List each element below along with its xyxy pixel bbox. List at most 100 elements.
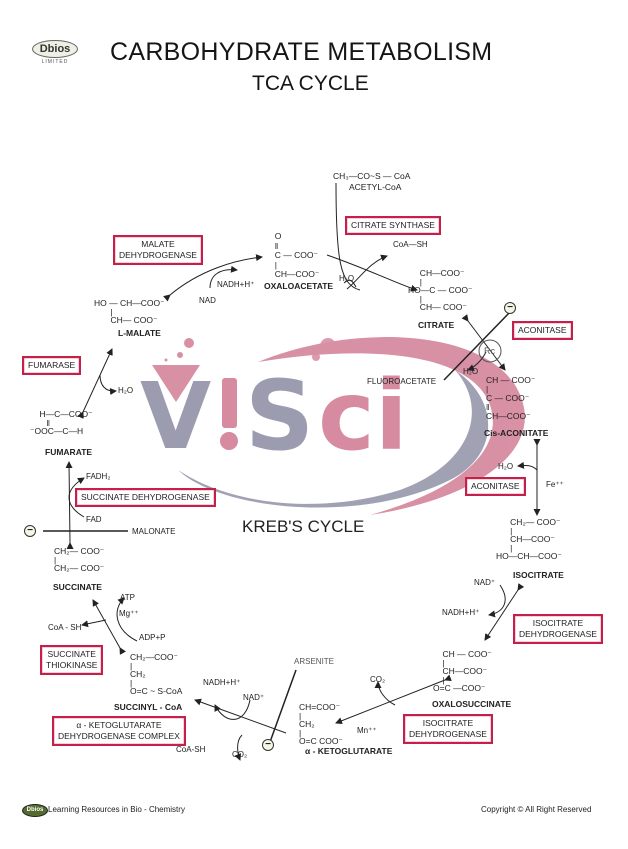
inhibitor-line-arsenite <box>269 669 297 743</box>
enzyme-label-line: MALATE <box>141 239 175 249</box>
enzyme-label-line: DEHYDROGENASE <box>409 729 487 739</box>
arrow-coash-out <box>346 254 388 290</box>
enzyme-malate-dehydrogenase: MALATE DEHYDROGENASE <box>113 235 203 265</box>
cofactor-nad-icdh: NAD⁺ <box>474 578 496 587</box>
page-title: CARBOHYDRATE METABOLISM <box>110 38 493 66</box>
molecule-succinate-name: SUCCINATE <box>53 582 102 592</box>
molecule-isocitrate-name: ISOCITRATE <box>513 570 564 580</box>
enzyme-label-line: THIOKINASE <box>46 660 98 670</box>
cofactor-fadh2: FADH₂ <box>86 472 111 481</box>
cofactor-nad-malate: NAD <box>199 296 216 305</box>
arrow-succinylcoa-succinate <box>92 599 126 655</box>
molecule-fumarate-formula: H—C—COO⁻ ‖ ⁻OOC—C—H <box>30 409 93 436</box>
arrow-fad-fadh2 <box>68 477 85 518</box>
brand-logo-mark: Dbios <box>32 40 78 58</box>
cofactor-fe: Fe⁺⁺ <box>546 480 564 489</box>
inhibitor-malonate: MALONATE <box>132 527 176 536</box>
footer-brand-logo: Dbios <box>22 804 48 817</box>
arrow-oaa-to-citrate <box>326 254 418 292</box>
inhibitor-symbol-fluoroacetate-icon: − <box>504 302 516 314</box>
footer-copyright: Copyright © All Right Reserved <box>481 805 592 814</box>
watermark-s: S <box>245 360 314 472</box>
watermark-v: V <box>140 363 211 470</box>
cofactor-nadh-akg: NADH+H⁺ <box>203 678 241 687</box>
molecule-oxalosuccinate-name: OXALOSUCCINATE <box>432 699 512 709</box>
arrow-co2-right <box>374 681 396 706</box>
molecule-malate-formula: HO — CH—COO⁻ | CH— COO⁻ <box>94 298 165 325</box>
molecule-oxaloacetate-name: OXALOACETATE <box>264 281 334 291</box>
arrow-akg-nad <box>214 699 251 720</box>
molecule-alpha-ketoglutarate-name: α - KETOGLUTARATE <box>305 746 393 756</box>
cofactor-coa-sh-akg: CoA-SH <box>176 745 206 754</box>
enzyme-succinate-dehydrogenase: SUCCINATE DEHYDROGENASE <box>75 488 216 507</box>
arrow-adp-atp <box>116 597 138 642</box>
watermark-swoosh-pink <box>258 337 525 515</box>
arrow-fumarase-h2o <box>99 374 117 396</box>
molecule-cis-aconitate-formula: CH — COO⁻ | C — COO⁻ ‖ CH—COO⁻ <box>486 375 536 421</box>
arrow-coash-thio <box>81 619 107 628</box>
molecule-acetyl-coa-name: ACETYL-CoA <box>349 182 402 192</box>
enzyme-label-line: DEHYDROGENASE <box>119 250 197 260</box>
molecule-succinyl-coa-name: SUCCINYL - CoA <box>114 702 183 712</box>
arrow-nad-icdh <box>488 584 506 618</box>
enzyme-label-line: ISOCITRATE <box>422 718 474 728</box>
molecule-isocitrate-formula: CH₂— COO⁻ | CH—COO⁻ | HO—CH—COO⁻ <box>496 517 562 561</box>
arrow-malate-oaa <box>163 254 263 302</box>
enzyme-succinate-thiokinase: SUCCINATE THIOKINASE <box>40 645 104 675</box>
arrow-h2o-in <box>343 279 357 288</box>
watermark-dot-3 <box>164 358 168 362</box>
arrow-acetylcoa <box>335 182 361 291</box>
watermark-bang-bar <box>222 378 237 428</box>
cofactor-co2-akg: CO₂ <box>232 750 248 759</box>
inhibitor-symbol-arsenite-icon: − <box>262 739 274 751</box>
enzyme-isocitrate-dehydrogenase-1: ISOCITRATE DEHYDROGENASE <box>513 614 603 644</box>
footer-left-text: Learning Resources in Bio - Chemistry <box>48 805 185 814</box>
enzyme-fumarase: FUMARASE <box>22 356 82 375</box>
enzyme-label-line: α - KETOGLUTARATE <box>76 720 162 730</box>
watermark-v-pink <box>152 365 200 402</box>
inhibitor-arsenite: ARSENITE <box>294 657 335 666</box>
molecule-malate-name: L-MALATE <box>118 328 161 338</box>
cofactor-h2o-aconitase-1: H₂O <box>463 367 479 376</box>
enzyme-alpha-ketoglutarate-dehydrogenase: α - KETOGLUTARATE DEHYDROGENASE COMPLEX <box>52 716 186 746</box>
molecule-succinate-formula: CH₂— COO⁻ | CH₂— COO⁻ <box>54 546 105 573</box>
molecule-fumarate-name: FUMARATE <box>45 447 93 457</box>
cofactor-coa-sh-thiokinase: CoA - SH <box>48 623 82 632</box>
inhibitor-fluoroacetate: FLUOROACETATE <box>367 377 437 386</box>
molecule-oxaloacetate-formula: O ‖ C — COO⁻ | CH—COO⁻ <box>274 231 320 279</box>
brand-logo: Dbios LIMITED <box>32 40 78 65</box>
molecule-cis-aconitate-name: Cis-ACONITATE <box>484 428 549 438</box>
page-subtitle: TCA CYCLE <box>252 72 369 95</box>
watermark-logo <box>152 337 525 515</box>
enzyme-aconitase-2: ACONITASE <box>465 477 526 496</box>
inhibitor-symbol-malonate-icon: − <box>24 525 36 537</box>
enzyme-label-line: DEHYDROGENASE <box>519 629 597 639</box>
arrow-h2o-aconitase1 <box>467 351 487 371</box>
watermark-dot-5 <box>312 353 320 361</box>
registered-mark-icon <box>478 339 502 363</box>
arrow-h2o-aconitase2 <box>517 461 538 471</box>
watermark-dot-2 <box>177 352 183 358</box>
watermark-dot-4 <box>320 338 336 354</box>
cofactor-h2o-fumarase: H₂O <box>118 386 134 395</box>
cofactor-fad: FAD <box>86 515 102 524</box>
watermark-bang-dot <box>220 432 238 450</box>
cofactor-atp: ATP <box>120 593 135 602</box>
cofactor-nad-akg: NAD⁺ <box>243 693 265 702</box>
enzyme-citrate-synthase: CITRATE SYNTHASE <box>345 216 441 235</box>
enzyme-label-line: SUCCINATE <box>47 649 96 659</box>
cofactor-h2o-citrate: H₂O <box>339 274 355 283</box>
arrow-oxalo-akg <box>335 674 452 725</box>
arrow-citrate-cis <box>461 314 506 371</box>
molecule-succinyl-coa-formula: CH₂—COO⁻ | CH₂ | O=C ~ S-CoA <box>130 652 183 696</box>
watermark-ci: ci <box>318 360 408 472</box>
arrow-nad-nadh <box>209 265 238 289</box>
arrow-fumarate-malate <box>77 348 113 419</box>
arrow-akg-co2 <box>234 734 243 761</box>
cofactor-nadh-malate: NADH+H⁺ <box>217 280 255 289</box>
cycle-label: KREB'S CYCLE <box>242 517 365 536</box>
inhibitor-line-fluoroacetate <box>443 311 511 381</box>
molecule-citrate-name: CITRATE <box>418 320 455 330</box>
cofactor-h2o-aconitase-2: H₂O <box>498 462 514 471</box>
